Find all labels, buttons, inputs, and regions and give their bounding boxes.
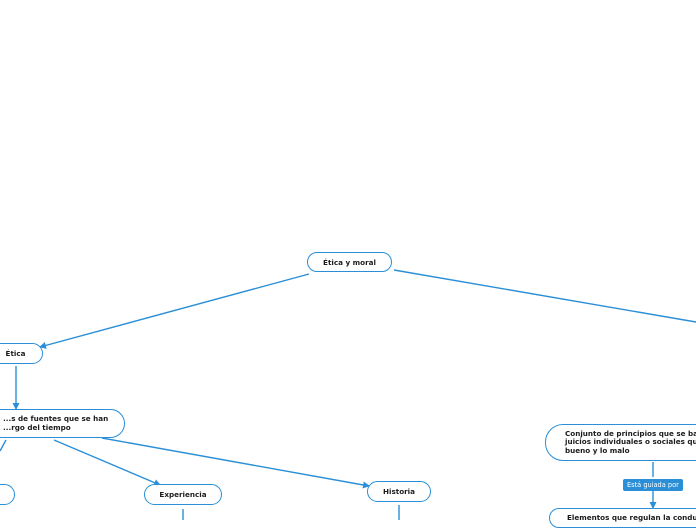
node-historia[interactable]: Historia [367,481,431,502]
node-elementos-text: Elementos que regulan la conduc... [567,512,696,522]
connector-root-moral [393,269,696,323]
node-etica-y-moral[interactable]: Ética y moral [307,252,392,272]
connector-fuentes-left [0,439,7,452]
node-moral-definition[interactable]: Conjunto de principios que se bas... jui… [545,424,696,461]
node-fuentes-text: ...s de fuentes que se han ...rgo del ti… [3,413,109,432]
node-etica[interactable]: Ética [0,343,43,364]
connector-fuentes-experiencia [53,439,161,486]
relation-tag-guiada-por[interactable]: Está guiada por [623,479,683,491]
connector-root-etica [39,273,310,349]
node-left-partial[interactable] [0,484,15,505]
node-fuentes[interactable]: ...s de fuentes que se han ...rgo del ti… [0,409,125,438]
node-experiencia[interactable]: Experiencia [144,484,222,505]
connector-fuentes-historia [101,437,370,489]
node-moral-definition-text: Conjunto de principios que se bas... jui… [565,428,696,455]
node-elementos[interactable]: Elementos que regulan la conduc... [549,508,696,528]
